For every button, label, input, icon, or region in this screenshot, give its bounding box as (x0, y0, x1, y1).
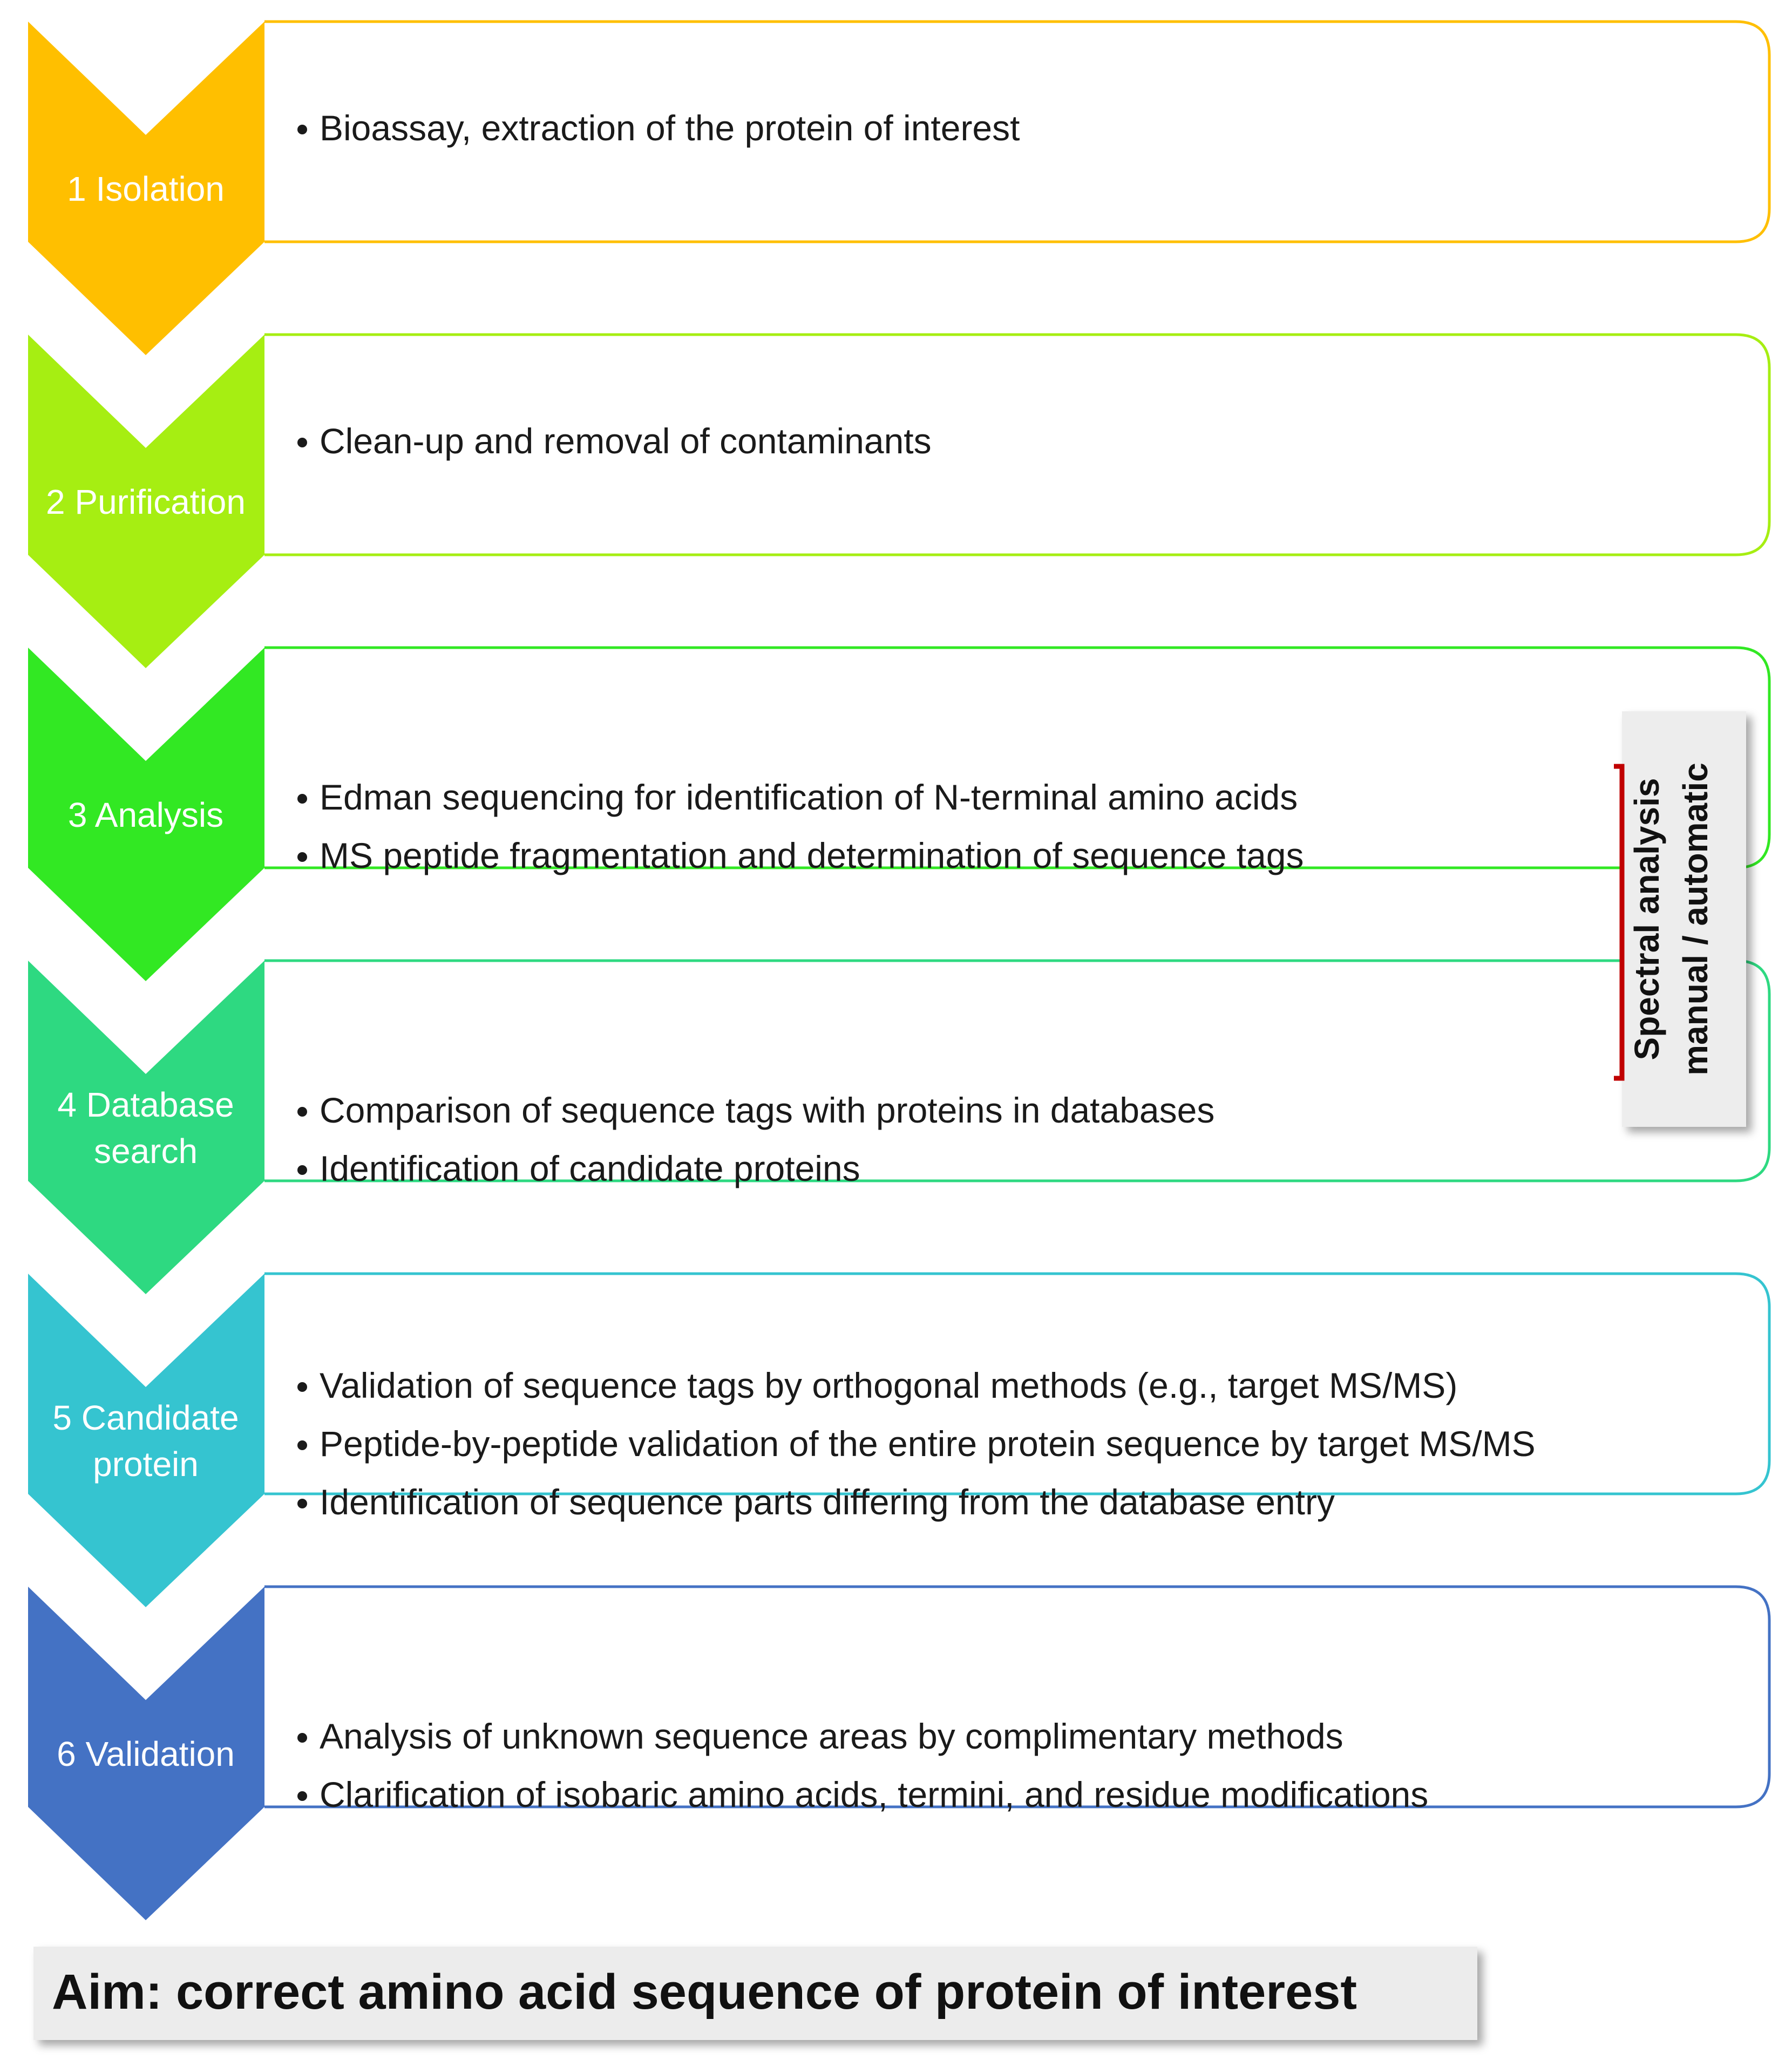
bullet-dot (297, 438, 307, 447)
step-3: 3 Analysis Edman sequencing for identific… (28, 646, 1771, 981)
step-label: search (94, 1132, 198, 1171)
aim-box (33, 1947, 1477, 2040)
step-label: 6 Validation (57, 1735, 235, 1773)
bullet-dot (297, 125, 307, 134)
step-chevron (28, 335, 264, 668)
spectral-analysis-note: Spectral analysis manual / automatic (1622, 711, 1746, 1127)
step-bullet-text: Clean-up and removal of contaminants (320, 421, 932, 461)
bullet-dot (297, 1165, 307, 1175)
bullet-dot (297, 1733, 307, 1743)
step-content-box (264, 959, 1771, 1182)
bullet-dot (297, 1499, 307, 1508)
step-bullet-text: Peptide-by-peptide validation of the ent… (320, 1424, 1536, 1464)
step-bullet-text: Comparison of sequence tags with protein… (320, 1090, 1214, 1130)
step-chevron (28, 961, 264, 1294)
step-chevron (28, 1274, 264, 1607)
step-content-box (264, 1272, 1771, 1495)
step-1: 1 Isolation Bioassay, extraction of the p… (28, 20, 1771, 355)
step-label: 3 Analysis (68, 795, 223, 834)
step-label: 4 Database (57, 1085, 234, 1124)
bullet-dot (297, 1440, 307, 1450)
step-label: 1 Isolation (67, 169, 225, 208)
aim-banner: Aim: correct amino acid sequence of prot… (33, 1947, 1477, 2040)
step-content-box (264, 20, 1771, 243)
side-note-line1: Spectral analysis (1627, 778, 1666, 1060)
step-content-box (264, 646, 1771, 869)
step-4: 4 Database search Comparison of sequence t… (28, 959, 1771, 1294)
step-6: 6 Validation Analysis of unknown sequence… (28, 1585, 1771, 1920)
step-content-box (264, 333, 1771, 556)
step-chevron (28, 22, 264, 355)
step-5: 5 Candidate protein Validation of sequence… (28, 1272, 1771, 1607)
step-label: 2 Purification (46, 482, 246, 521)
step-chevron (28, 1587, 264, 1920)
step-label: 5 Candidate (52, 1398, 239, 1437)
side-note-line2: manual / automatic (1676, 763, 1715, 1076)
bullet-dot (297, 1791, 307, 1801)
bullet-dot (297, 1107, 307, 1117)
side-note-bracket (1614, 764, 1625, 1081)
step-bullet-text: Clarification of isobaric amino acids, t… (320, 1774, 1428, 1814)
step-2: 2 Purification Clean-up and removal of co… (28, 333, 1771, 668)
step-bullet-text: Edman sequencing for identification of N… (320, 777, 1298, 817)
step-bullet-text: Identification of sequence parts differi… (320, 1482, 1335, 1522)
steps-layer: 1 Isolation Bioassay, extraction of the p… (28, 20, 1771, 1920)
step-bullet-text: MS peptide fragmentation and determinati… (320, 835, 1304, 875)
step-label: protein (93, 1445, 199, 1484)
step-bullet-text: Bioassay, extraction of the protein of i… (320, 108, 1020, 148)
step-content-box (264, 1585, 1771, 1808)
side-note-box (1622, 711, 1746, 1127)
bullet-dot (297, 794, 307, 804)
bullet-dot (297, 1382, 307, 1392)
bullet-dot (297, 852, 307, 862)
step-bullet-text: Analysis of unknown sequence areas by co… (320, 1716, 1343, 1756)
aim-text: Aim: correct amino acid sequence of prot… (52, 1964, 1357, 2020)
step-chevron (28, 648, 264, 981)
step-bullet-text: Validation of sequence tags by orthogona… (320, 1365, 1457, 1405)
step-bullet-text: Identification of candidate proteins (320, 1148, 860, 1188)
